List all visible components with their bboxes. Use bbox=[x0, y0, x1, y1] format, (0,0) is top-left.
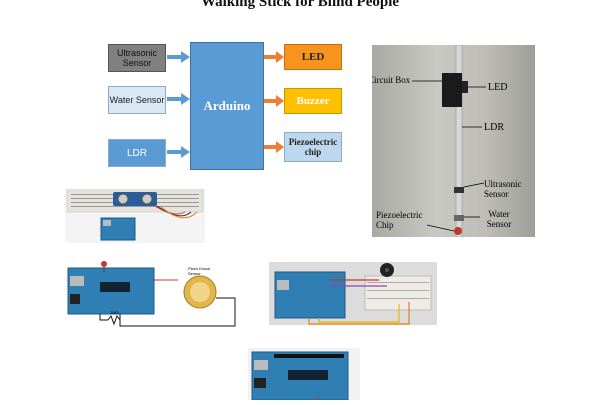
buzzer-circuit-image bbox=[269, 262, 437, 325]
block-arrows bbox=[167, 51, 284, 158]
piezo-block: Piezoelectric chip bbox=[284, 132, 342, 162]
water-sensor-block: Water Sensor bbox=[108, 86, 166, 114]
ultrasonic-sensor-block: Ultrasonic Sensor bbox=[108, 44, 166, 72]
label-resistor: 1MΩ bbox=[110, 310, 119, 315]
label-piezo: Piezoelectric Chip bbox=[376, 210, 423, 230]
stick-photo: Circuit Box LED LDR Ultrasonic Sensor Pi… bbox=[372, 45, 535, 237]
label-circuit-box: Circuit Box bbox=[372, 75, 411, 85]
ultrasonic-circuit-image bbox=[65, 188, 205, 243]
piezo-circuit-image: Piezo Knock Sensor 1MΩ bbox=[60, 258, 240, 333]
ldr-block: LDR bbox=[108, 139, 166, 167]
label-piezo-knock: Piezo Knock Sensor bbox=[188, 266, 211, 276]
label-water: Water Sensor bbox=[486, 209, 512, 229]
led-block: LED bbox=[284, 44, 342, 70]
label-led: LED bbox=[488, 82, 508, 93]
page-title: Walking Stick for Blind People bbox=[200, 0, 400, 10]
label-ultrasonic: Ultrasonic Sensor bbox=[484, 179, 522, 199]
label-ldr: LDR bbox=[484, 122, 504, 133]
buzzer-block: Buzzer bbox=[284, 88, 342, 114]
arduino-block: Arduino bbox=[190, 42, 264, 170]
stick-illustration bbox=[412, 45, 486, 237]
arduino-board-image bbox=[248, 348, 360, 401]
